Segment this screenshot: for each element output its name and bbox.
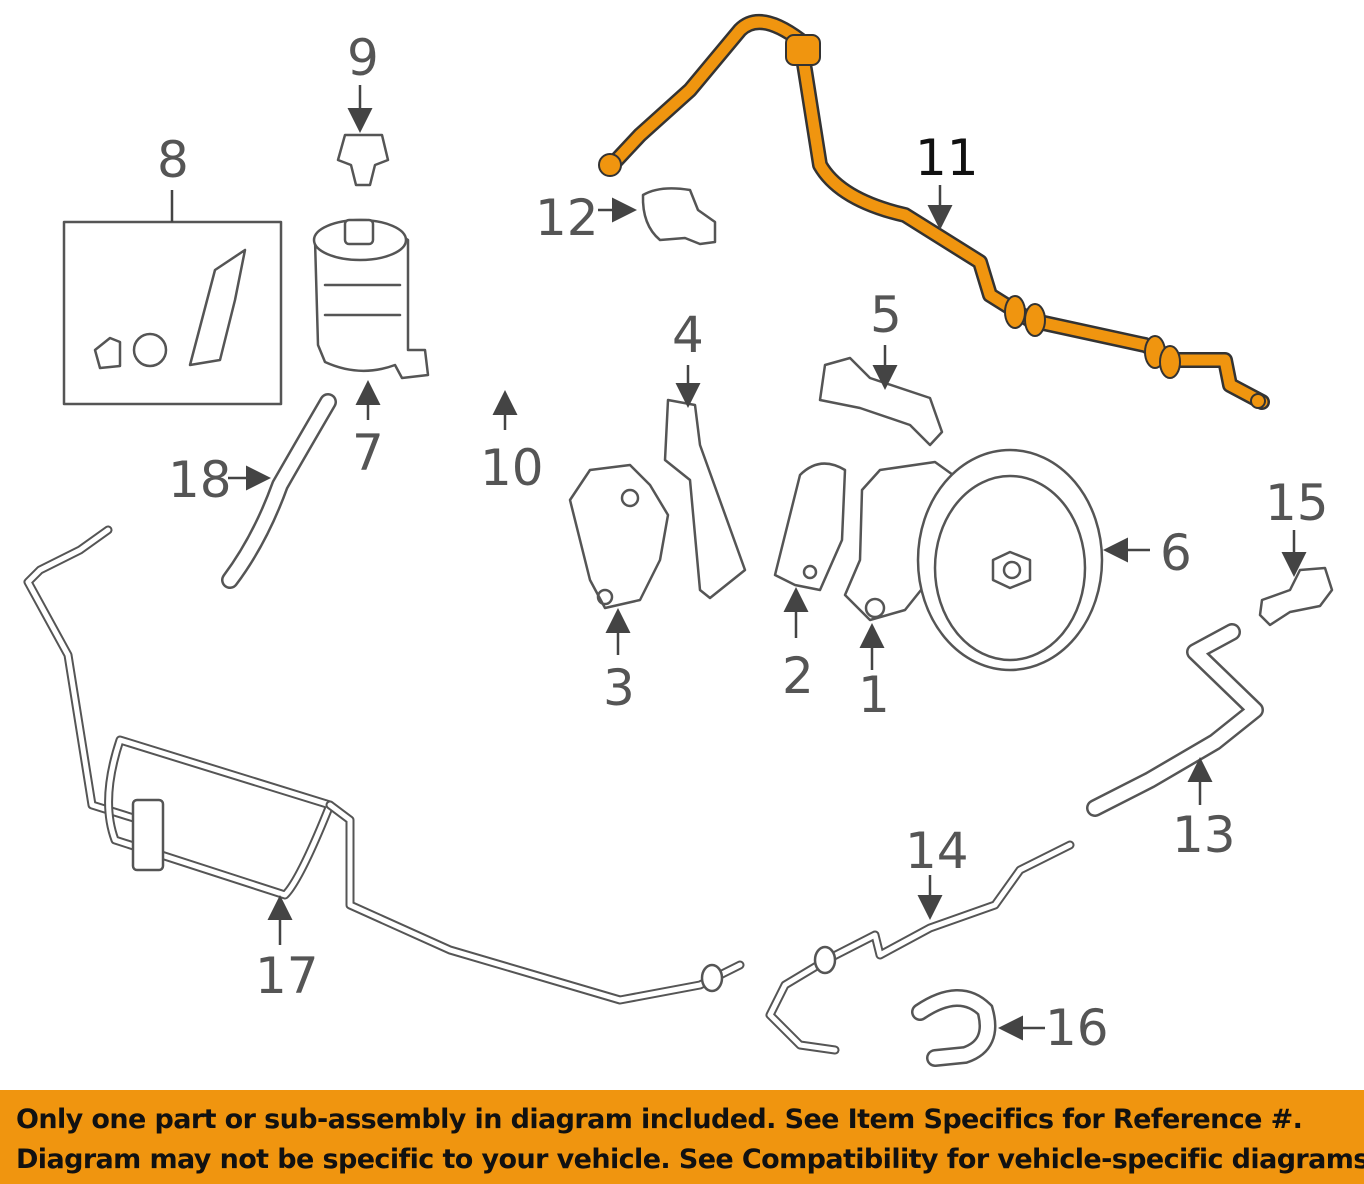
- part-17-cooler-line: [23, 525, 745, 1005]
- part-16-hose: [911, 989, 1045, 1067]
- part-18-hose: [221, 393, 337, 589]
- part-4-bracket: [663, 365, 747, 600]
- disclaimer-line-2: Diagram may not be specific to your vehi…: [16, 1144, 1364, 1175]
- disclaimer-line-1: Only one part or sub-assembly in diagram…: [16, 1104, 1303, 1135]
- callout-11: 11: [915, 129, 979, 187]
- part-3-mount: [568, 463, 670, 655]
- callout-13: 13: [1172, 806, 1236, 864]
- callout-4: 4: [672, 306, 704, 364]
- part-7-reservoir: [312, 218, 430, 420]
- part-2-bracket: [773, 462, 847, 638]
- parts-diagram: 1 2 3 4 5 6 7 8 9 10 11 12 13 14 15 16 1…: [23, 14, 1334, 1067]
- callout-14: 14: [905, 822, 969, 880]
- part-14-return-line: [765, 840, 1075, 1055]
- callout-15: 15: [1265, 474, 1329, 532]
- callout-10: 10: [480, 439, 544, 497]
- part-13-return-hose: [1086, 623, 1264, 817]
- part-12-fitting: [598, 187, 717, 246]
- part-5-bracket: [818, 345, 944, 447]
- callout-17: 17: [255, 947, 319, 1005]
- callout-12: 12: [535, 189, 599, 247]
- part-8-seal-kit: [62, 190, 283, 406]
- callout-2: 2: [782, 647, 814, 705]
- callout-3: 3: [603, 659, 635, 717]
- callout-6: 6: [1160, 524, 1192, 582]
- callout-18: 18: [168, 451, 232, 509]
- callout-1: 1: [858, 666, 890, 724]
- callout-9: 9: [347, 29, 379, 87]
- part-6-pulley: [916, 448, 1150, 672]
- callout-8: 8: [157, 131, 189, 189]
- part-15-fitting: [1258, 530, 1334, 627]
- part-11-pressure-hose: [598, 14, 1270, 410]
- callout-16: 16: [1045, 999, 1109, 1057]
- part-9-reservoir-cap: [336, 85, 390, 187]
- callout-5: 5: [870, 286, 902, 344]
- callout-7: 7: [352, 424, 384, 482]
- disclaimer-banner: Only one part or sub-assembly in diagram…: [0, 1090, 1364, 1184]
- part-10-hose: [443, 360, 585, 430]
